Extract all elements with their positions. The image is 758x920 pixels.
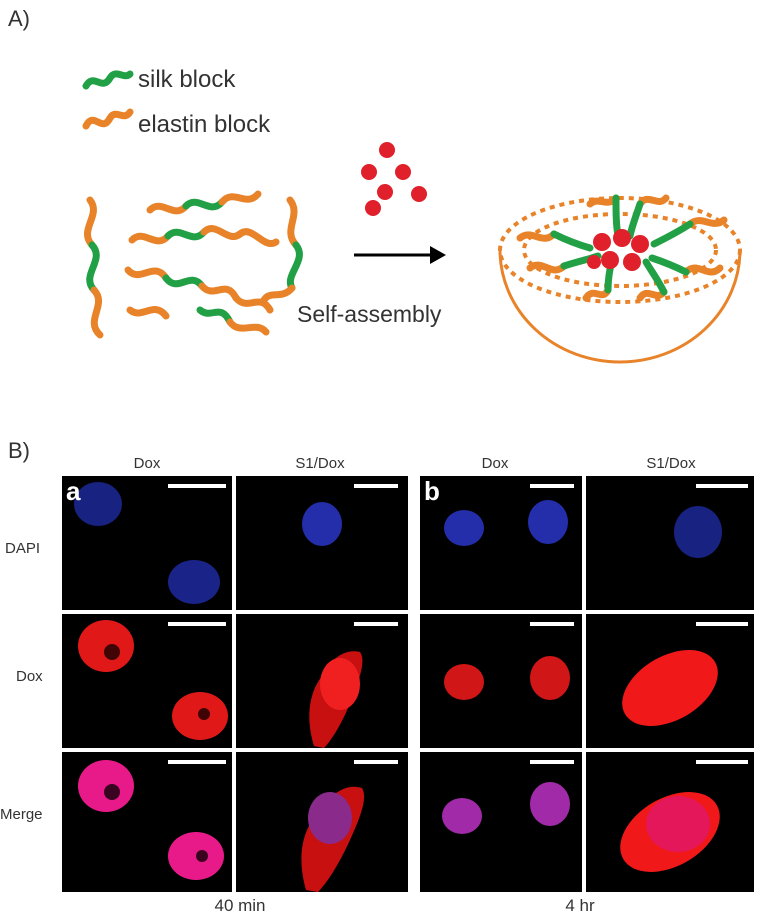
col-header-dox-a: Dox xyxy=(133,455,161,472)
image-merge-s1dox-4hr xyxy=(586,752,754,892)
scale-bar xyxy=(354,484,398,488)
scale-bar xyxy=(168,760,226,764)
row-header-dox: Dox xyxy=(16,668,43,685)
time-label-40min: 40 min xyxy=(214,896,266,915)
group-letter-b: b xyxy=(424,476,440,506)
panel-b-label: B) xyxy=(8,438,30,463)
drug-molecules-icon xyxy=(361,142,427,216)
image-dox-dox-40min xyxy=(62,614,232,748)
row-header-dapi: DAPI xyxy=(5,540,41,557)
scale-bar xyxy=(354,622,398,626)
scale-bar xyxy=(696,484,748,488)
silk-block-icon xyxy=(82,70,134,90)
legend-silk-label: silk block xyxy=(138,66,236,93)
col-header-s1dox-b: S1/Dox xyxy=(646,455,696,472)
scale-bar xyxy=(530,760,574,764)
image-dapi-s1dox-4hr xyxy=(586,476,754,610)
elastin-block-icon xyxy=(82,108,134,130)
image-dox-dox-4hr xyxy=(420,614,582,748)
scale-bar xyxy=(530,484,574,488)
image-merge-dox-40min xyxy=(62,752,232,892)
group-letter-a: a xyxy=(66,476,81,506)
image-merge-s1dox-40min xyxy=(236,752,408,892)
image-dapi-s1dox-40min xyxy=(236,476,408,610)
polymer-chains-illustration xyxy=(83,190,303,339)
panel-a-label: A) xyxy=(8,6,30,31)
row-header-merge: Merge xyxy=(0,806,43,823)
self-assembly-label: Self-assembly xyxy=(297,301,442,327)
micelle-illustration xyxy=(498,194,742,364)
image-dapi-dox-40min xyxy=(62,476,232,610)
scale-bar xyxy=(168,622,226,626)
scale-bar xyxy=(696,622,748,626)
image-dox-s1dox-4hr xyxy=(586,614,754,748)
col-header-s1dox-a: S1/Dox xyxy=(295,455,345,472)
right-arrow-icon xyxy=(354,246,446,264)
legend-elastin-label: elastin block xyxy=(138,111,271,138)
legend-icons xyxy=(82,70,134,130)
scale-bar xyxy=(696,760,748,764)
image-merge-dox-4hr xyxy=(420,752,582,892)
time-label-4hr: 4 hr xyxy=(565,896,595,915)
scale-bar xyxy=(168,484,226,488)
image-dox-s1dox-40min xyxy=(236,614,408,748)
col-header-dox-b: Dox xyxy=(481,455,509,472)
scale-bar xyxy=(530,622,574,626)
scale-bar xyxy=(354,760,398,764)
image-dapi-dox-4hr xyxy=(420,476,582,610)
